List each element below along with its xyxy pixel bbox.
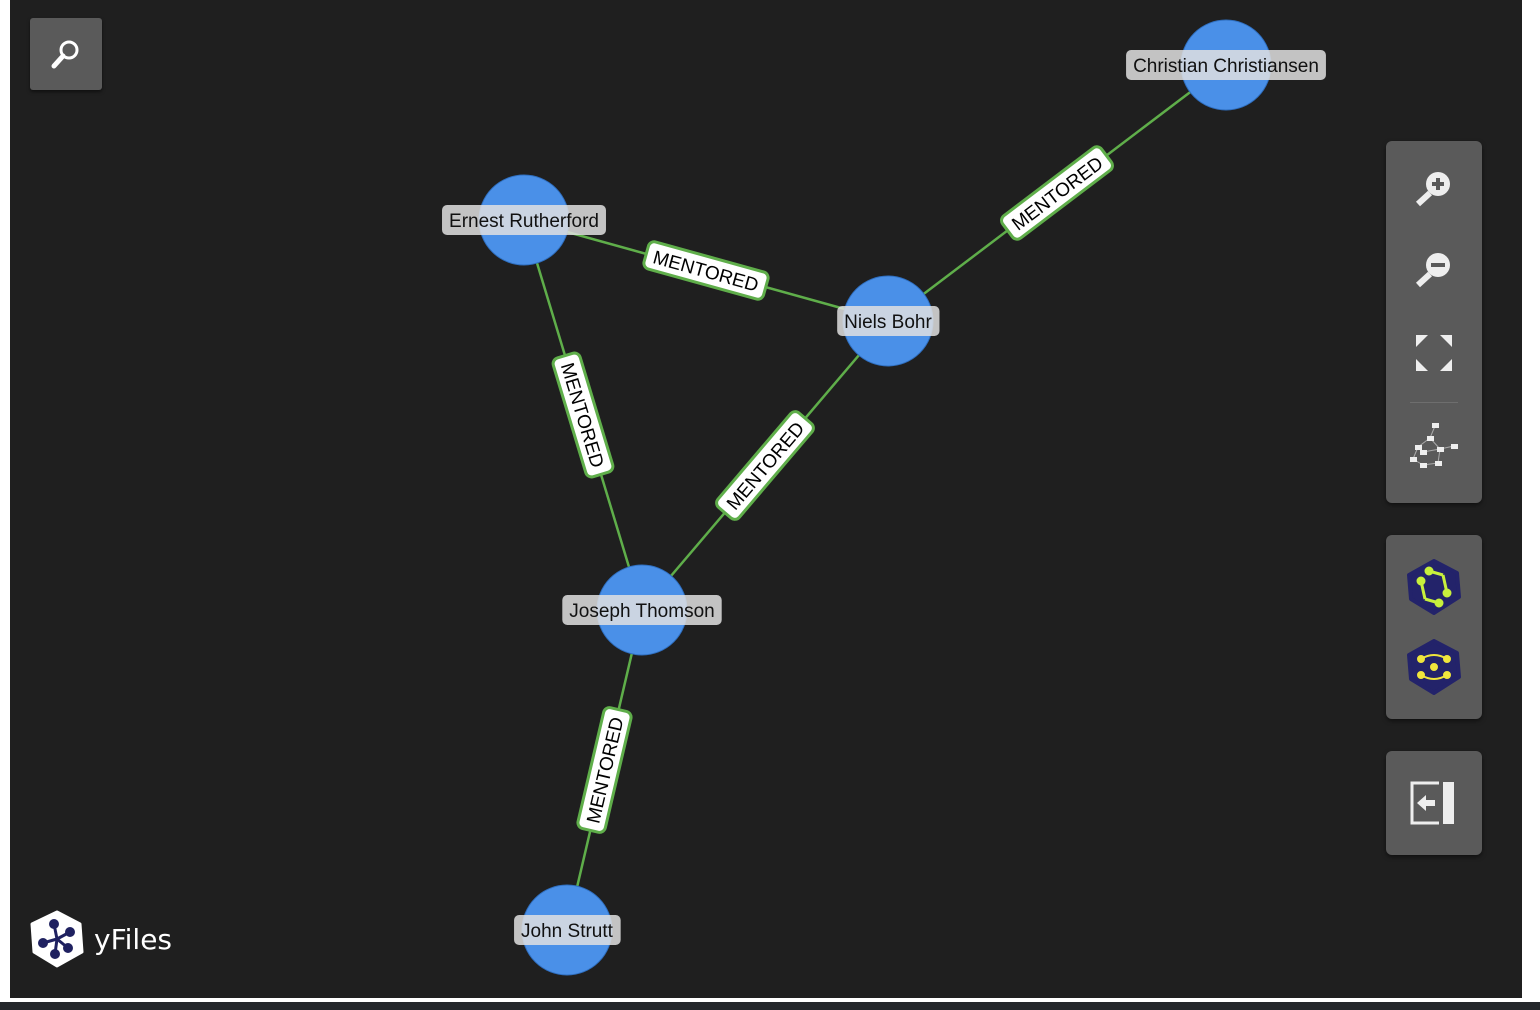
fit-graph-icon [1416,335,1452,371]
search-button[interactable] [30,18,102,90]
collapse-panel-button[interactable] [1386,768,1482,838]
node-label: Niels Bohr [844,312,932,333]
zoom-in-button[interactable] [1386,155,1482,225]
node-bohr[interactable]: Niels Bohr [837,275,940,367]
node-label: Joseph Thomson [569,601,714,622]
yfiles-logo-icon [30,910,84,968]
zoom-out-icon [1415,253,1450,288]
collapse-panel-icon [1410,781,1454,825]
edge-label-box [1000,145,1114,241]
zoom-in-icon [1415,172,1450,207]
layout-toolbar [1386,535,1482,719]
node-label: John Strutt [521,921,614,942]
yfiles-logo: yFiles [30,910,172,968]
node-thomson[interactable]: Joseph Thomson [562,564,722,656]
node-label: Christian Christiansen [1133,56,1319,77]
node-label-background [1126,50,1326,80]
zoom-out-button[interactable] [1386,236,1482,306]
node-strutt[interactable]: John Strutt [514,884,621,976]
node-label-background [837,306,940,336]
edge-label-box [576,706,633,834]
node-label-background [562,595,722,625]
zoom-toolbar [1386,141,1482,503]
layout-icon [1410,423,1458,468]
bottom-bar [0,1002,1540,1010]
node-label: Ernest Rutherford [449,211,599,232]
radial-layout-icon [1407,639,1461,695]
node-label-background [514,915,621,945]
node-christiansen[interactable]: Christian Christiansen [1126,19,1326,111]
organic-layout-icon [1407,559,1461,615]
edge-label[interactable]: MENTORED [576,706,633,834]
yfiles-brand-text: yFiles [94,922,173,956]
edge-label[interactable]: MENTORED [642,240,770,301]
edge-label[interactable]: MENTORED [551,351,615,479]
search-icon [51,40,79,69]
edge-label-box [551,351,615,479]
node-label-background [442,205,606,235]
edge-label-text: MENTORED [723,418,809,514]
edge-label-box [715,410,815,521]
side-panel-toolbar [1386,751,1482,855]
node-rutherford[interactable]: Ernest Rutherford [442,174,606,266]
graph-canvas[interactable] [10,0,1522,998]
organic-layout-button[interactable] [1386,552,1482,622]
divider [1410,402,1458,403]
edge-label-box [642,240,770,301]
edge-label[interactable]: MENTORED [714,409,816,522]
edge-label[interactable]: MENTORED [999,144,1115,241]
fit-graph-button[interactable] [1386,318,1482,388]
edge-label-text: MENTORED [1008,153,1107,235]
layout-button[interactable] [1386,416,1482,486]
radial-layout-button[interactable] [1386,632,1482,702]
